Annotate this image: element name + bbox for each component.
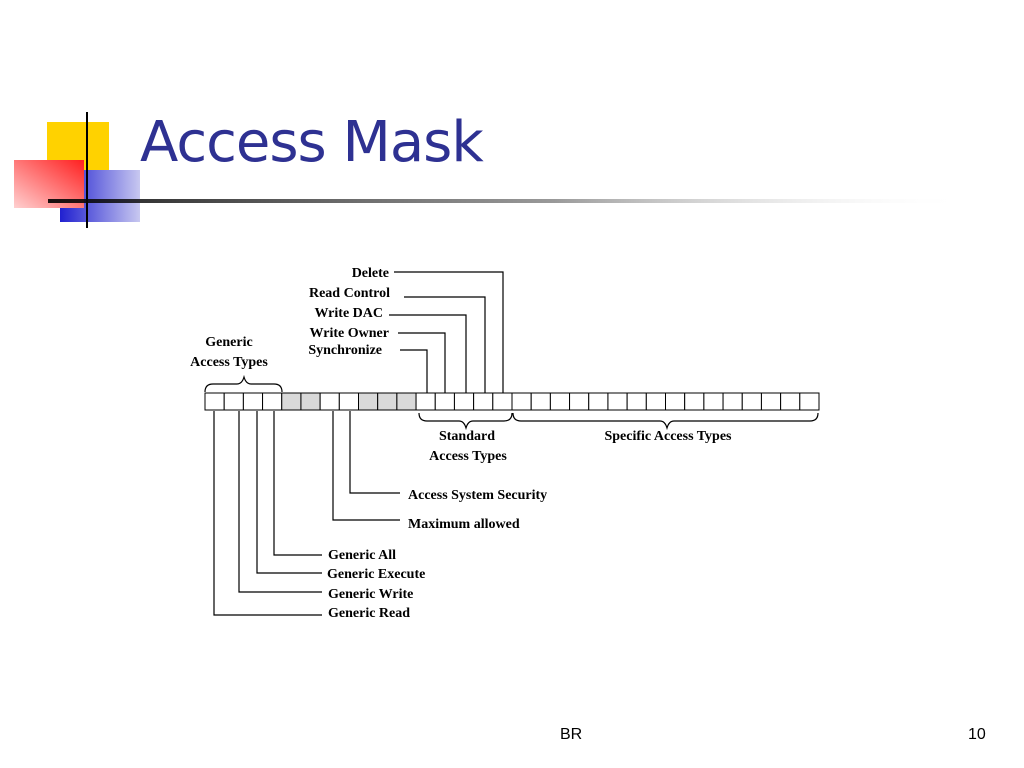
standard-group-label-line2: Access Types [429, 449, 507, 464]
bit-cell [242, 392, 264, 411]
title-decoration [14, 112, 968, 228]
bit-cell [645, 392, 666, 411]
footer-author: BR [560, 726, 583, 743]
bit-cell [377, 392, 398, 411]
standard-rights-connectors [389, 271, 504, 393]
bit-cell [626, 392, 647, 411]
write-owner-label: Write Owner [310, 326, 389, 341]
generic-write-connector [238, 411, 322, 593]
bit-cell [760, 392, 782, 411]
specific-group-label: Specific Access Types [604, 429, 732, 444]
synchronize-label: Synchronize [308, 343, 382, 358]
bit-cell [530, 392, 551, 411]
bit-cell [319, 392, 340, 411]
read-control-connector [404, 296, 486, 393]
bit-cell [396, 392, 417, 411]
page-number: 10 [968, 726, 986, 743]
bit-cell [473, 392, 494, 411]
bit-cell [665, 392, 686, 411]
group-braces [204, 374, 819, 431]
bit-cell [780, 392, 801, 411]
bit-cell [684, 392, 705, 411]
bit-cell [569, 392, 590, 411]
bit-cell [722, 392, 743, 411]
bit-cell [511, 392, 532, 411]
bit-cell [262, 392, 283, 411]
access-system-security-label: Access System Security [408, 488, 547, 503]
generic-group-label-line2: Access Types [190, 355, 268, 370]
bit-row [204, 392, 820, 411]
bit-cell [204, 392, 225, 411]
write-owner-connector [398, 332, 446, 393]
bit-cell [703, 392, 724, 411]
bit-cell [300, 392, 321, 411]
maximum-allowed-connector [332, 411, 400, 521]
bit-cell [358, 392, 379, 411]
write-dac-label: Write DAC [314, 306, 383, 321]
bit-cell [799, 392, 820, 411]
bit-cell [607, 392, 628, 411]
bit-cell [741, 392, 762, 411]
generic-brace [204, 374, 283, 393]
generic-all-connector [273, 411, 322, 556]
bit-cell [492, 392, 513, 411]
generic-execute-label: Generic Execute [327, 567, 425, 582]
synchronize-connector [400, 349, 428, 393]
bit-cell [453, 392, 475, 411]
standard-brace [418, 412, 513, 431]
delete-connector [394, 271, 504, 393]
slide-title: Access Mask [140, 110, 484, 175]
bit-cell [338, 392, 359, 411]
delete-label: Delete [352, 266, 389, 281]
generic-write-label: Generic Write [328, 587, 413, 602]
bit-cell [281, 392, 302, 411]
access-system-security-connector [349, 411, 400, 494]
standard-group-label-line1: Standard [439, 429, 495, 444]
specific-brace [512, 412, 819, 431]
bit-cell [588, 392, 609, 411]
maximum-allowed-label: Maximum allowed [408, 517, 520, 532]
generic-all-label: Generic All [328, 548, 396, 563]
generic-execute-connector [256, 411, 322, 574]
bit-cell [415, 392, 436, 411]
generic-group-label-line1: Generic [205, 335, 252, 350]
write-dac-connector [389, 314, 467, 393]
title-underline [48, 199, 968, 203]
bit-cell [549, 392, 571, 411]
generic-read-connector [213, 411, 322, 616]
read-control-label: Read Control [309, 286, 390, 301]
generic-read-label: Generic Read [328, 606, 410, 621]
lower-connectors [213, 411, 400, 616]
bit-cell [223, 392, 244, 411]
bit-cell [434, 392, 455, 411]
